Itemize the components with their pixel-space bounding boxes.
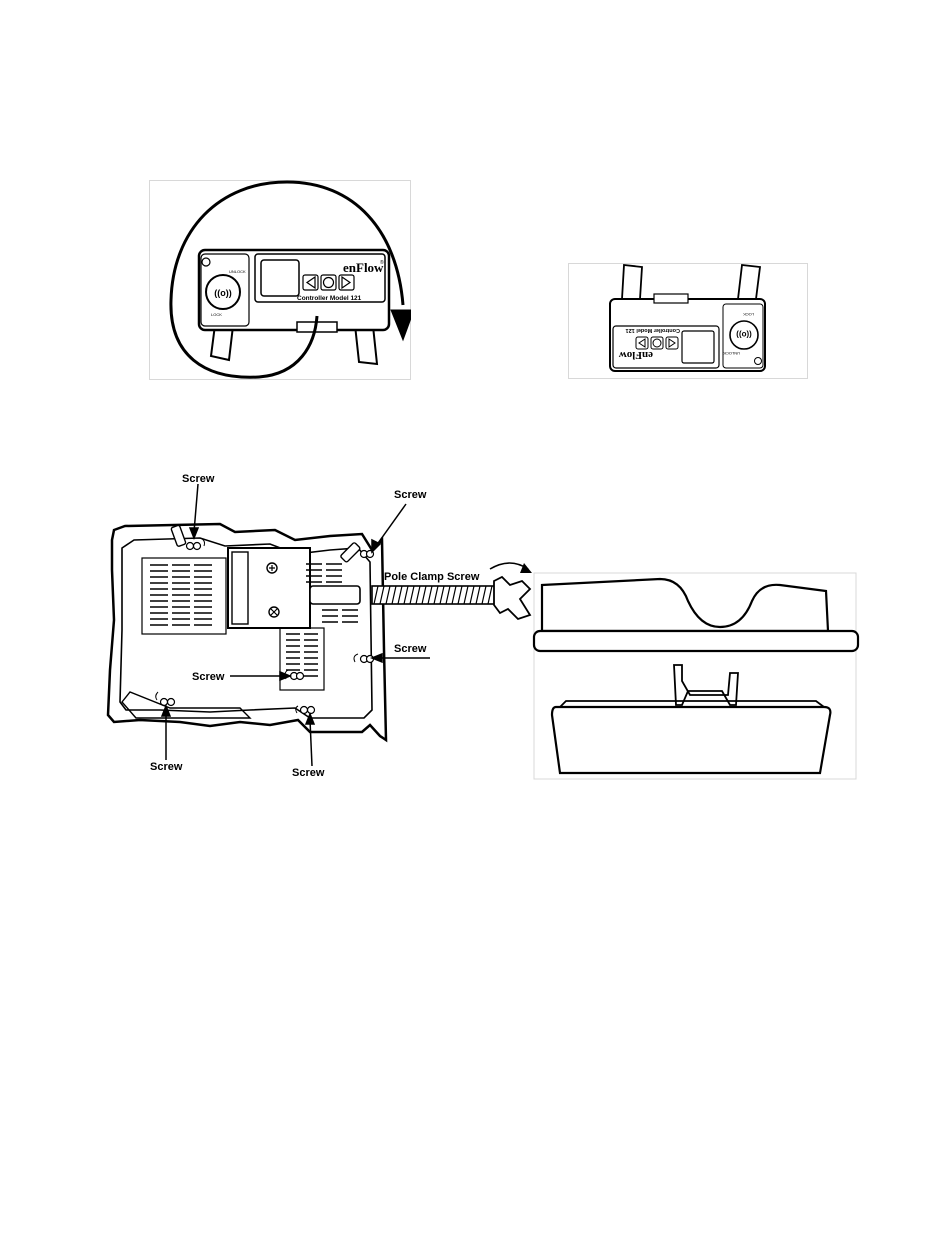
power-icon: [755, 358, 762, 365]
controller-leg-left: [738, 265, 760, 299]
label-screw-center: Screw: [192, 671, 225, 683]
left-button: [303, 275, 318, 290]
left-button: [666, 337, 678, 349]
pole-clamp-screw: [372, 563, 532, 619]
knob-unlock-label: UNLOCK: [229, 269, 246, 274]
label-screw-top-right: Screw: [394, 489, 427, 501]
clamp-upper-half: [542, 579, 828, 631]
clamp-tube: [310, 586, 360, 604]
power-icon: [202, 258, 210, 266]
right-button: [636, 337, 648, 349]
clamp-hook: [674, 665, 738, 705]
clamp-lever: [654, 294, 688, 303]
label-screw-top-left: Screw: [182, 473, 215, 485]
knob-unlock-label: UNLOCK: [723, 351, 740, 356]
figure-rotate-controller: ((o)) UNLOCK LOCK enFlow ® Controller Mo…: [149, 180, 411, 380]
model-label: Controller Model 121: [626, 327, 680, 333]
controller-leg-right: [622, 265, 642, 299]
knob-symbol-icon: ((o)): [736, 330, 752, 339]
label-screw-bottom-left: Screw: [150, 761, 183, 773]
figure-pole-clamp: [370, 555, 860, 780]
knob-lock-label: LOCK: [211, 312, 222, 317]
screw-knob: [494, 577, 530, 619]
trademark-symbol: ®: [380, 259, 384, 266]
display-screen: [682, 331, 714, 363]
brand-name: enFlow: [343, 260, 384, 275]
bracket-flange: [232, 552, 248, 624]
label-screw-bottom-center: Screw: [292, 767, 325, 779]
right-button: [339, 275, 354, 290]
brand-name: enFlow: [619, 349, 653, 361]
knob-symbol-icon: ((o)): [214, 288, 232, 298]
clamp-lower-half: [552, 707, 830, 773]
display-screen: [261, 260, 299, 296]
turn-arrowhead-icon: [520, 563, 532, 573]
model-label: Controller Model 121: [297, 295, 362, 302]
clamp-upper-base: [534, 631, 858, 651]
knob-lock-label: LOCK: [743, 312, 754, 317]
figure-rotated-controller: ((o)) UNLOCK LOCK enFlow Controller Mode…: [568, 263, 808, 379]
